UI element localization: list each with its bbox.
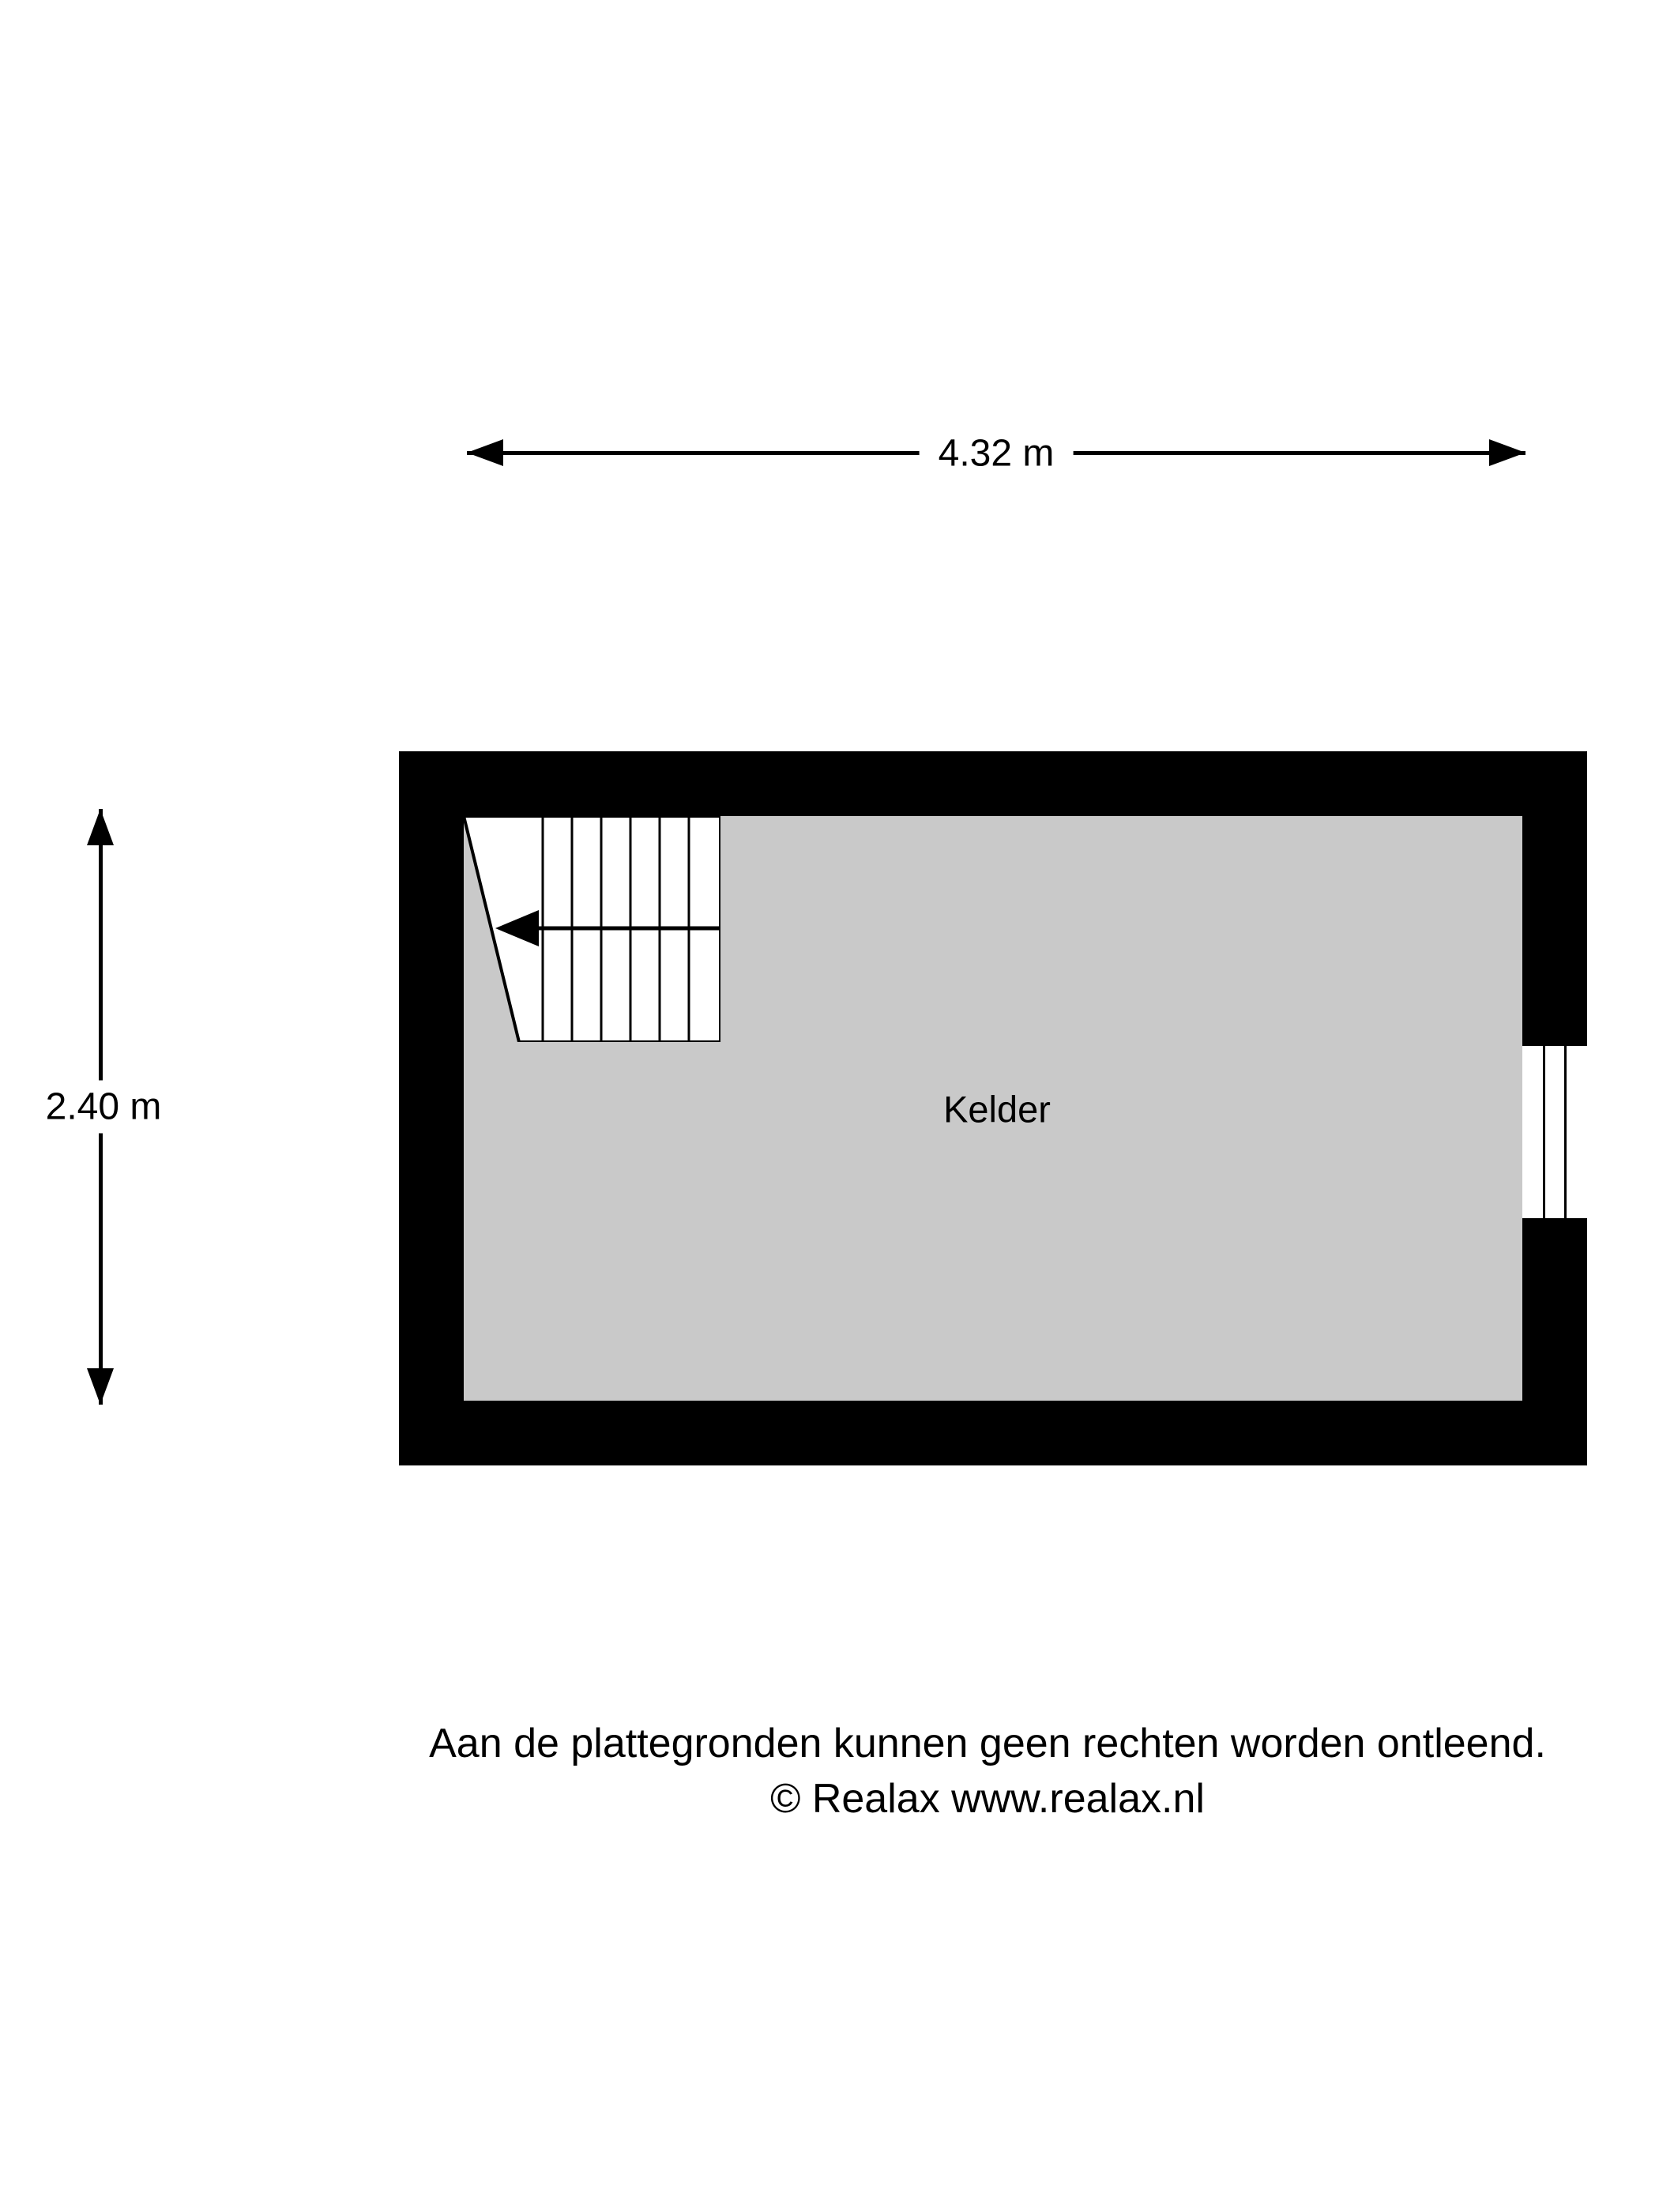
footer: Aan de plattegronden kunnen geen rechten… bbox=[429, 1716, 1546, 1826]
width-dimension-label: 4.32 m bbox=[919, 427, 1074, 480]
staircase bbox=[461, 814, 722, 1044]
staircase-drawing bbox=[461, 814, 722, 1044]
window-opening bbox=[1522, 1046, 1587, 1218]
height-dimension-label: 2.40 m bbox=[26, 1080, 181, 1134]
window-frame bbox=[1543, 1046, 1567, 1218]
stair-direction-arrow-icon bbox=[495, 910, 539, 946]
arrow-left-icon bbox=[467, 439, 503, 466]
arrow-right-icon bbox=[1489, 439, 1525, 466]
arrow-down-icon bbox=[87, 1368, 114, 1405]
footer-disclaimer: Aan de plattegronden kunnen geen rechten… bbox=[429, 1721, 1546, 1766]
footer-copyright: © Realax www.realax.nl bbox=[770, 1776, 1205, 1822]
room-label: Kelder bbox=[943, 1088, 1051, 1130]
arrow-up-icon bbox=[87, 809, 114, 845]
